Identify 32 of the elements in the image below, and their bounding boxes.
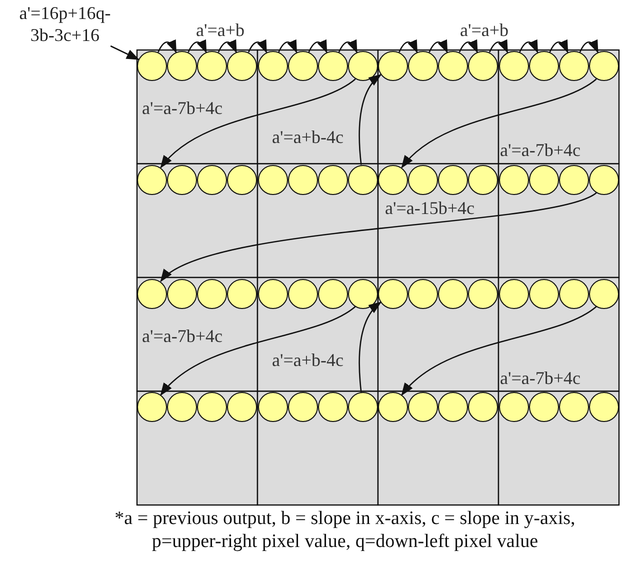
formula-label: a'=a-7b+4c — [142, 98, 223, 118]
arrow — [358, 74, 382, 165]
formula-label: a'=a-7b+4c — [500, 368, 581, 388]
formula-text: a'=16p+16q- 3b-3c+16 — [6, 2, 124, 46]
arrow — [278, 39, 298, 54]
formula-label: a'=a+b — [460, 20, 509, 40]
formula-label: a'=a+b-4c — [272, 127, 344, 147]
arrow — [401, 78, 597, 168]
formula-label: a'=a-7b+4c — [500, 140, 581, 160]
arrow — [401, 306, 597, 396]
arrow — [248, 39, 268, 54]
formula-label: a'=a+b-4c — [272, 350, 344, 370]
formula-label: a'=a-15b+4c — [385, 198, 475, 218]
arrow — [110, 45, 140, 60]
arrow — [519, 39, 538, 54]
arrow — [160, 306, 356, 396]
arrow — [188, 39, 207, 54]
arrow — [160, 192, 597, 282]
arrow — [308, 39, 328, 54]
arrow — [488, 39, 508, 54]
arrow — [458, 39, 478, 54]
arrow — [158, 39, 177, 54]
arrow — [549, 39, 568, 54]
arrow — [160, 78, 356, 168]
formula-label: a'=a-7b+4c — [142, 326, 223, 346]
caption: *a = previous output, b = slope in x-axis, c = slope in y-axis, p=upper-right pixel value, q=down-left pixel value — [114, 507, 576, 553]
arrow — [338, 39, 358, 54]
arrow — [218, 39, 237, 54]
formula-label: a'=a+b — [196, 20, 245, 40]
arrow — [428, 39, 448, 54]
arrow — [579, 39, 598, 54]
arrow — [358, 302, 382, 392]
